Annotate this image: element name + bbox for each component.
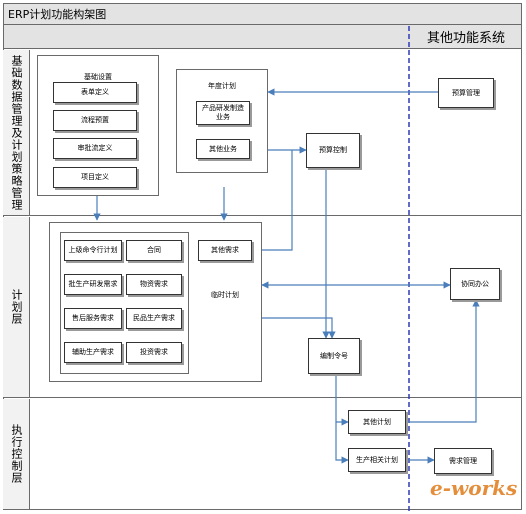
process-preset-box: 流程预置 bbox=[53, 110, 137, 131]
product-rd-box: 产品研发制造业务 bbox=[196, 101, 250, 125]
other-systems-title: 其他功能系统 bbox=[426, 31, 505, 46]
lane-label-exec: 执行控制层 bbox=[3, 399, 30, 509]
eworks-logo: e-works bbox=[430, 476, 518, 500]
collaborative-office-box: 协同办公 bbox=[450, 268, 500, 300]
other-demand-box: 其他需求 bbox=[198, 240, 252, 261]
project-definition-box: 项目定义 bbox=[53, 167, 137, 188]
superior-order-plan-box: 上级命令行计划 bbox=[64, 240, 122, 261]
other-plan-box: 其他计划 bbox=[348, 410, 406, 434]
civil-production-demand-box: 民品生产需求 bbox=[126, 308, 182, 329]
batch-production-rd-box: 批生产研发需求 bbox=[64, 274, 122, 295]
lane-basic-text: 基础数据管理及计划策略管理 bbox=[10, 54, 23, 211]
material-demand-box: 物资需求 bbox=[126, 274, 182, 295]
approval-flow-box: 审批流定义 bbox=[53, 138, 137, 159]
budget-management-box: 预算管理 bbox=[438, 78, 494, 108]
demand-management-box: 需求管理 bbox=[434, 448, 492, 474]
diagram-title: ERP计划功能构架图 bbox=[8, 8, 107, 21]
after-sales-demand-box: 售后服务需求 bbox=[64, 308, 122, 329]
temp-plan-title: 临时计划 bbox=[211, 291, 239, 299]
lane-plan-text: 计划层 bbox=[10, 289, 23, 325]
basic-settings-title: 基础设置 bbox=[84, 73, 112, 81]
header-row bbox=[3, 25, 522, 49]
order-number-box: 编制令号 bbox=[308, 338, 360, 374]
lane-exec-text: 执行控制层 bbox=[10, 424, 23, 484]
production-plan-box: 生产相关计划 bbox=[348, 448, 406, 472]
contract-box: 合同 bbox=[126, 240, 182, 261]
budget-control-box: 预算控制 bbox=[306, 133, 360, 168]
auxiliary-production-demand-box: 辅助生产需求 bbox=[64, 342, 122, 363]
title-bar bbox=[3, 3, 522, 25]
form-definition-box: 表单定义 bbox=[53, 82, 137, 103]
annual-plan-title: 年度计划 bbox=[208, 82, 236, 90]
other-business-box: 其他业务 bbox=[196, 139, 250, 159]
lane-label-basic: 基础数据管理及计划策略管理 bbox=[3, 50, 30, 215]
investment-demand-box: 投资需求 bbox=[126, 342, 182, 363]
lane-label-plan: 计划层 bbox=[3, 217, 30, 397]
